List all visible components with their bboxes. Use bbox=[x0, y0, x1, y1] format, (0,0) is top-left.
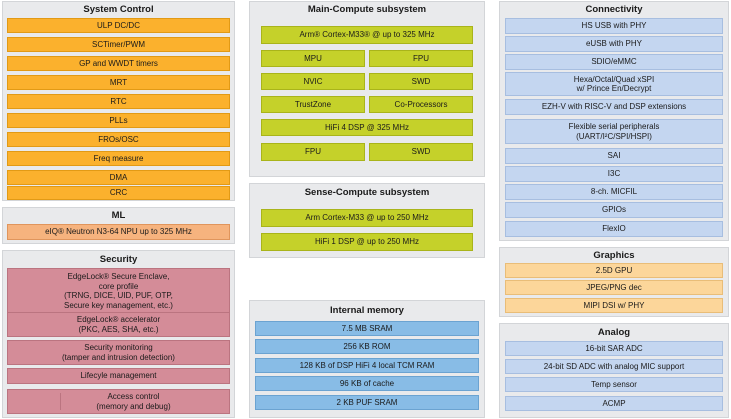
analog-panel: Analog 16-bit SAR ADC 24-bit SD ADC with… bbox=[499, 323, 729, 418]
internal-memory-panel: Internal memory 7.5 MB SRAM 256 KB ROM 1… bbox=[249, 300, 485, 418]
analog-title: Analog bbox=[597, 327, 631, 338]
access-control-block: Access control (memory and debug) bbox=[7, 389, 230, 414]
graphics-item: JPEG/PNG dec bbox=[505, 280, 723, 295]
system-control-item: CRC bbox=[7, 186, 230, 200]
system-control-item: PLLs bbox=[7, 113, 230, 128]
hifi4-dsp-block: HiFi 4 DSP @ 325 MHz bbox=[261, 119, 473, 136]
access-control-separator bbox=[60, 393, 61, 410]
analog-item: Temp sensor bbox=[505, 377, 723, 392]
npu-block: eIQ® Neutron N3-64 NPU up to 325 MHz bbox=[7, 224, 230, 240]
nvic-block: NVIC bbox=[261, 73, 365, 90]
connectivity-item: eUSB with PHY bbox=[505, 36, 723, 52]
hifi1-dsp-block: HiFi 1 DSP @ up to 250 MHz bbox=[261, 233, 473, 251]
dsp-fpu-block: FPU bbox=[261, 143, 365, 161]
graphics-item: MIPI DSI w/ PHY bbox=[505, 298, 723, 313]
analog-item: 24-bit SD ADC with analog MIC support bbox=[505, 359, 723, 374]
sense-compute-title: Sense-Compute subsystem bbox=[304, 187, 430, 198]
main-compute-panel: Main-Compute subsystem Arm® Cortex-M33® … bbox=[249, 1, 485, 177]
connectivity-title: Connectivity bbox=[585, 4, 643, 15]
sense-cortex-m33-block: Arm Cortex-M33 @ up to 250 MHz bbox=[261, 209, 473, 227]
system-control-item: Freq measure bbox=[7, 151, 230, 166]
connectivity-panel: Connectivity HS USB with PHY eUSB with P… bbox=[499, 1, 729, 241]
memory-item: 2 KB PUF SRAM bbox=[255, 395, 479, 410]
system-control-item: RTC bbox=[7, 94, 230, 109]
dsp-swd-block: SWD bbox=[369, 143, 473, 161]
main-cortex-m33-block: Arm® Cortex-M33® @ up to 325 MHz bbox=[261, 26, 473, 44]
ml-panel: ML eIQ® Neutron N3-64 NPU up to 325 MHz bbox=[2, 207, 235, 244]
secure-enclave-block: EdgeLock® Secure Enclave, core profile (… bbox=[7, 268, 230, 314]
system-control-item: GP and WWDT timers bbox=[7, 56, 230, 71]
graphics-panel: Graphics 2.5D GPU JPEG/PNG dec MIPI DSI … bbox=[499, 247, 729, 317]
memory-item: 128 KB of DSP HiFi 4 local TCM RAM bbox=[255, 358, 479, 373]
trustzone-block: TrustZone bbox=[261, 96, 365, 113]
security-panel: Security EdgeLock® Secure Enclave, core … bbox=[2, 250, 235, 418]
lifecycle-management-block: Lifecyle management bbox=[7, 368, 230, 384]
connectivity-item: FlexIO bbox=[505, 221, 723, 237]
system-control-item: SCTimer/PWM bbox=[7, 37, 230, 52]
memory-item: 7.5 MB SRAM bbox=[255, 321, 479, 336]
system-control-item: ULP DC/DC bbox=[7, 18, 230, 33]
mpu-block: MPU bbox=[261, 50, 365, 67]
system-control-item: DMA bbox=[7, 170, 230, 185]
memory-item: 96 KB of cache bbox=[255, 376, 479, 391]
graphics-title: Graphics bbox=[593, 250, 635, 261]
co-processors-block: Co-Processors bbox=[369, 96, 473, 113]
security-title: Security bbox=[99, 254, 138, 265]
graphics-item: 2.5D GPU bbox=[505, 263, 723, 278]
connectivity-item: GPIOs bbox=[505, 202, 723, 218]
connectivity-item: I3C bbox=[505, 166, 723, 182]
connectivity-item: HS USB with PHY bbox=[505, 18, 723, 34]
internal-memory-title: Internal memory bbox=[330, 305, 404, 316]
swd-block: SWD bbox=[369, 73, 473, 90]
main-compute-title: Main-Compute subsystem bbox=[307, 4, 427, 15]
system-control-item: MRT bbox=[7, 75, 230, 90]
fpu-block: FPU bbox=[369, 50, 473, 67]
system-control-item: FROs/OSC bbox=[7, 132, 230, 147]
connectivity-item: Flexible serial peripherals (UART/I²C/SP… bbox=[505, 119, 723, 144]
edgelock-accelerator-block: EdgeLock® accelerator (PKC, AES, SHA, et… bbox=[7, 312, 230, 337]
security-monitoring-block: Security monitoring (tamper and intrusio… bbox=[7, 340, 230, 365]
analog-item: ACMP bbox=[505, 396, 723, 411]
analog-item: 16-bit SAR ADC bbox=[505, 341, 723, 356]
connectivity-item: 8-ch. MICFIL bbox=[505, 184, 723, 200]
sense-compute-panel: Sense-Compute subsystem Arm Cortex-M33 @… bbox=[249, 183, 485, 258]
connectivity-item: SAI bbox=[505, 148, 723, 164]
memory-item: 256 KB ROM bbox=[255, 339, 479, 354]
connectivity-item: EZH-V with RISC-V and DSP extensions bbox=[505, 99, 723, 115]
system-control-panel: System Control ULP DC/DC SCTimer/PWM GP … bbox=[2, 1, 235, 201]
connectivity-item: SDIO/eMMC bbox=[505, 54, 723, 70]
connectivity-item: Hexa/Octal/Quad xSPI w/ Prince En/Decryp… bbox=[505, 72, 723, 96]
ml-title: ML bbox=[111, 210, 126, 221]
system-control-title: System Control bbox=[83, 4, 154, 15]
